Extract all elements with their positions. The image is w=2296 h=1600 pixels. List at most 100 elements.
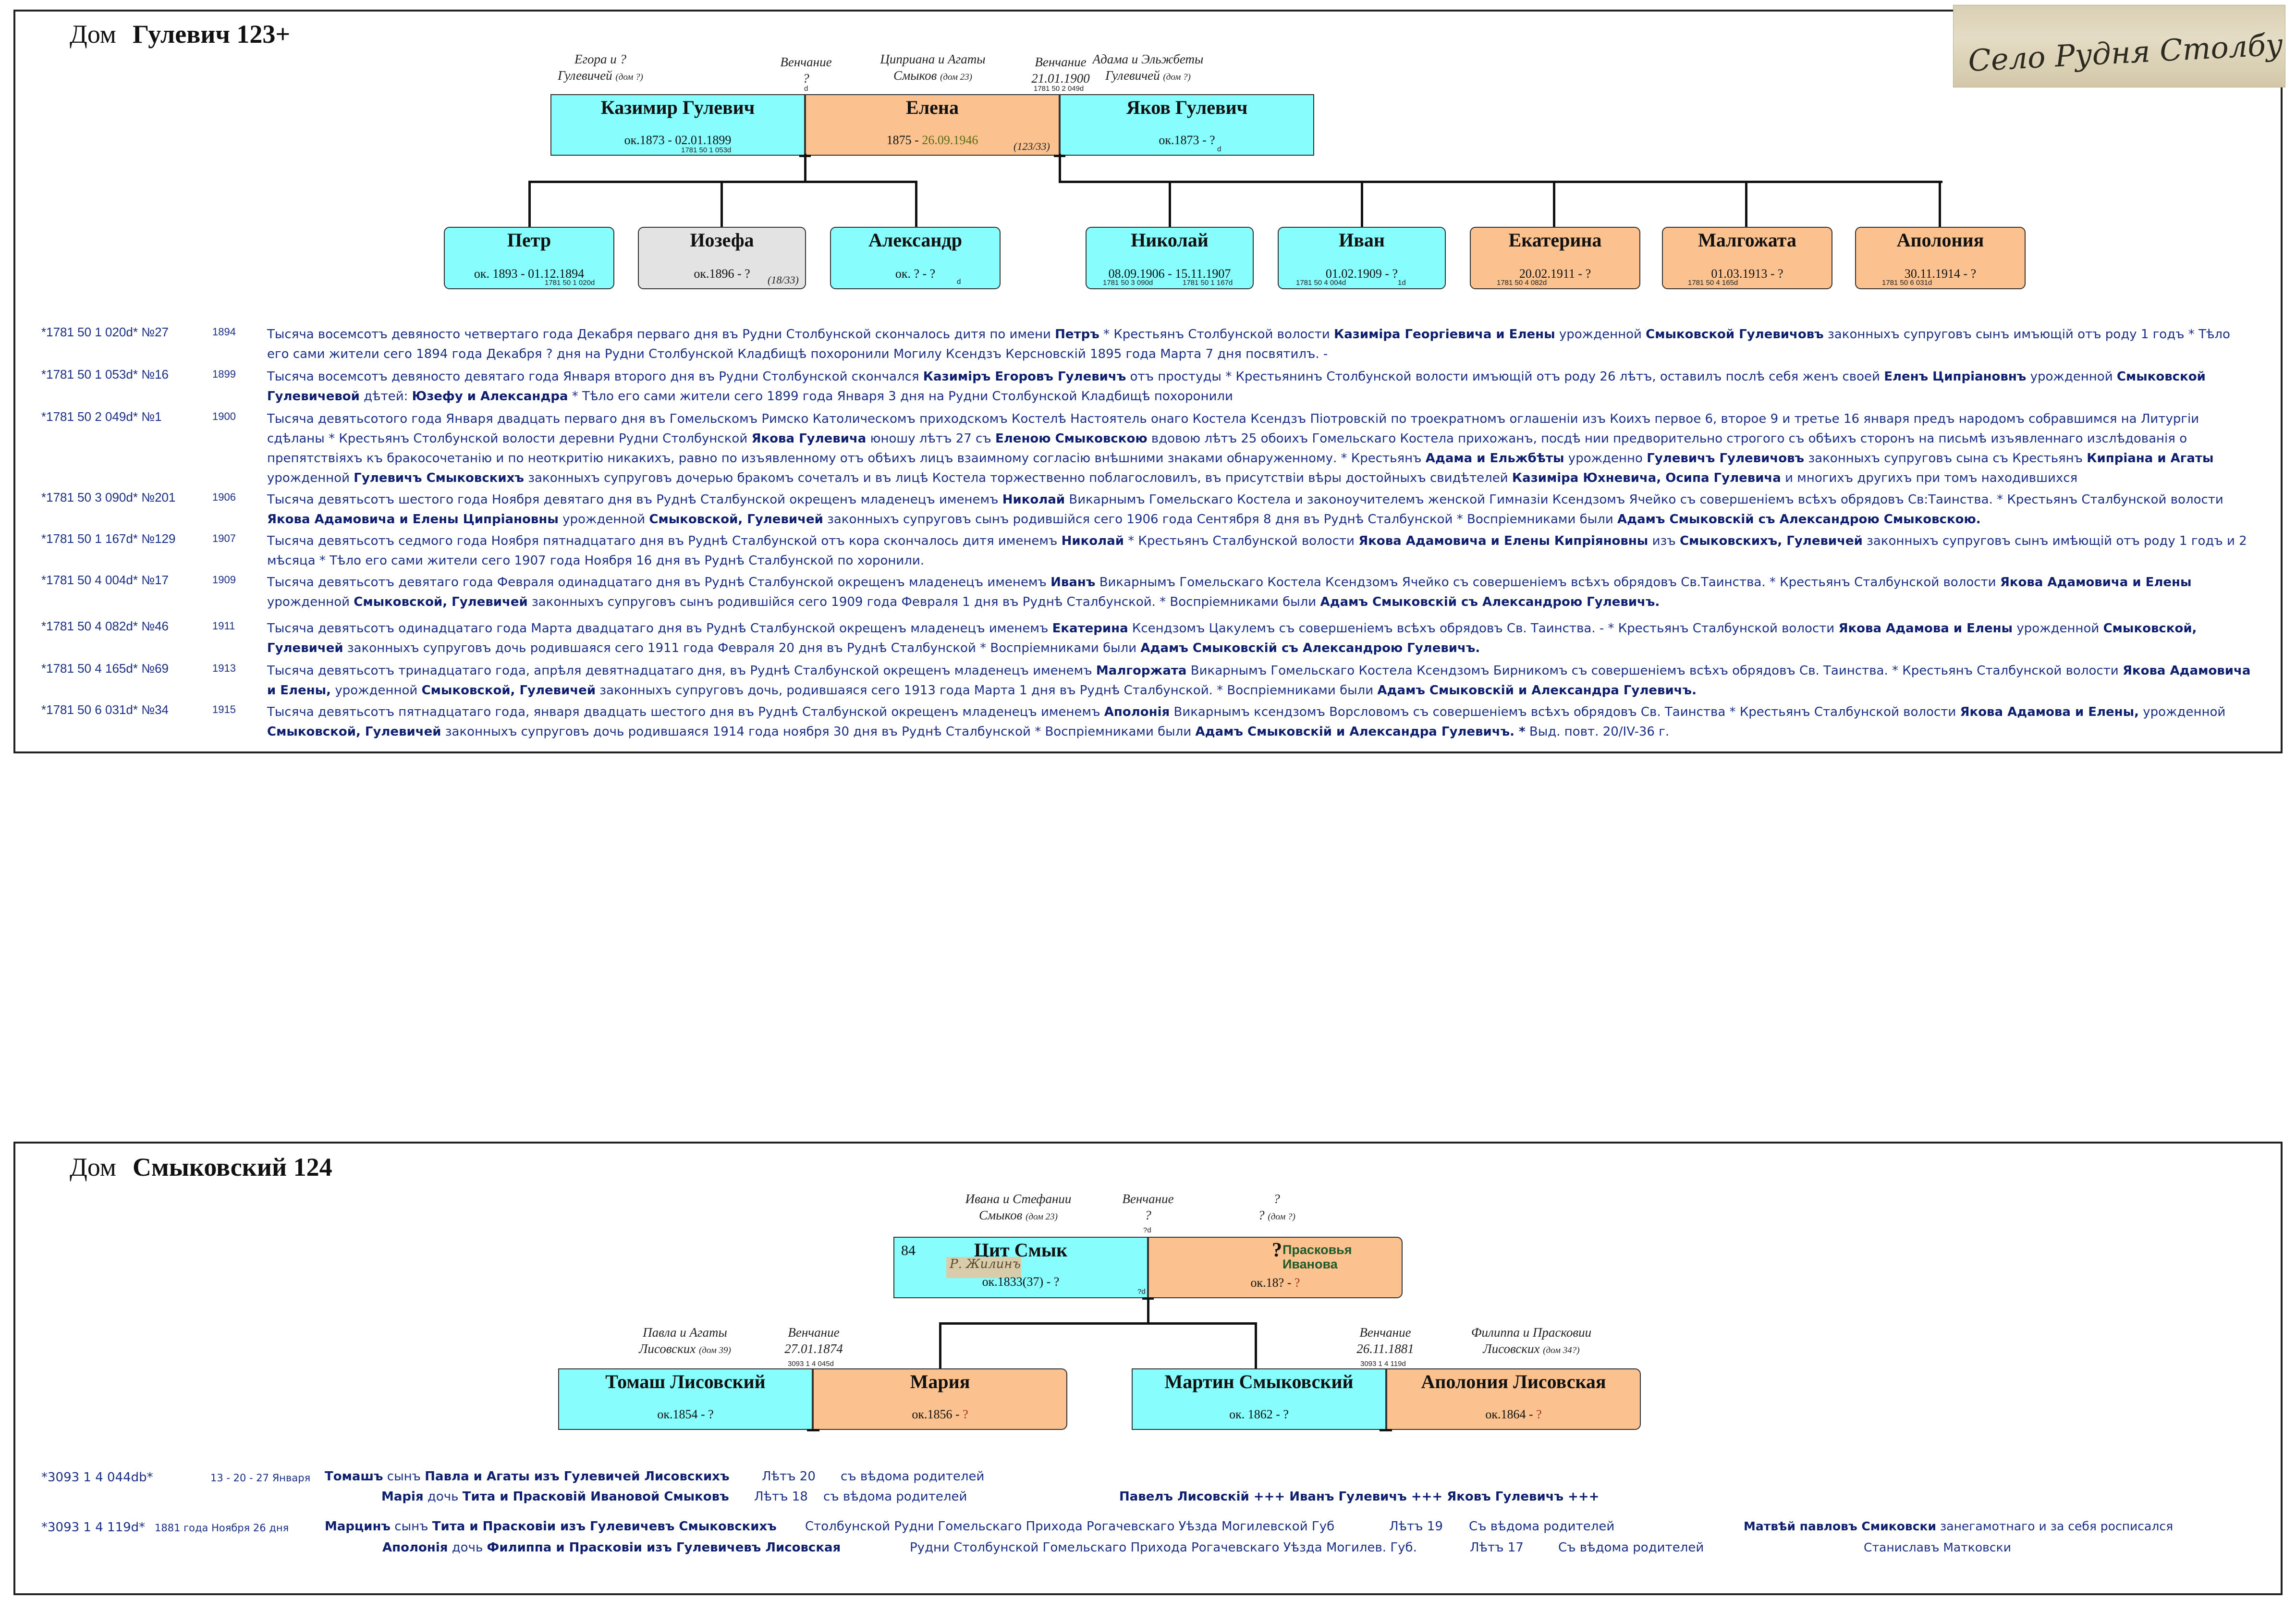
house-2-title: Дом Смыковский 124 bbox=[70, 1152, 332, 1182]
tree-line bbox=[1380, 1429, 1392, 1431]
record-text: Тысяча восемсотъ девяносто четвертаго го… bbox=[267, 327, 2230, 361]
rec2-consent2: Съ вѣдома родителей bbox=[1558, 1540, 1704, 1555]
person-tomash[interactable]: Томаш Лисовский ок.1854 - ? bbox=[558, 1368, 813, 1430]
record-year: 1909 bbox=[212, 574, 236, 586]
stamp-text: Село Рудня Столбунска bbox=[1967, 23, 2285, 79]
marriage-left-note: Венчание 27.01.1874 bbox=[784, 1325, 843, 1356]
house-number: 84 bbox=[901, 1243, 916, 1258]
rec2-place1: Столбунской Рудни Гомельскаго Прихода Ро… bbox=[805, 1519, 1335, 1534]
person-kazimir[interactable]: Казимир Гулевич ок.1873 - 02.01.1899 178… bbox=[550, 94, 805, 156]
record-text: Тысяча девятьсотъ седмого года Ноября пя… bbox=[267, 534, 2247, 568]
rec1-line2: Марія дочь Тита и Прасковій Ивановой Смы… bbox=[381, 1489, 729, 1504]
record-id: *1781 50 3 090d* №201 bbox=[41, 490, 176, 505]
record-text: Тысяча девятьсотъ шестого года Ноября де… bbox=[267, 492, 2223, 527]
rec1-age2: Лѣтъ 18 bbox=[754, 1489, 808, 1504]
person-aleksandr[interactable]: Александр ок. ? - ? d bbox=[830, 227, 1001, 289]
person-nikolai[interactable]: Николай 08.09.1906 - 15.11.1907 1781 50 … bbox=[1086, 227, 1254, 289]
record-text: Тысяча девятьсотъ пятнадцатаго года, янв… bbox=[267, 705, 2226, 739]
tomash-parents-note: Павла и Агаты Лисовских (дом 39) bbox=[639, 1325, 731, 1356]
rec2-witness1: Матвѣй павловъ Смиковски занегамотнаго и… bbox=[1744, 1519, 2174, 1533]
record-year: 1913 bbox=[212, 662, 236, 674]
person-petr[interactable]: Петр ок. 1893 - 01.12.1894 1781 50 1 020… bbox=[444, 227, 614, 289]
record-id: *1781 50 1 053d* №16 bbox=[41, 367, 169, 382]
person-iozefa[interactable]: Иозефа ок.1896 - ? (18/33) bbox=[638, 227, 806, 289]
marriage-2-ref: 1781 50 2 049d bbox=[1034, 85, 1084, 93]
person-martin[interactable]: Мартин Смыковский ок. 1862 - ? bbox=[1132, 1368, 1386, 1430]
metric-record: *1781 50 3 090d* №201 1906 Тысяча девятьсо… bbox=[41, 490, 2260, 529]
metric-record: *1781 50 4 165d* №69 1913 Тысяча девятьсот… bbox=[41, 661, 2260, 701]
record-id: *1781 50 2 049d* №1 bbox=[41, 409, 162, 424]
house-1-title: Дом Гулевич 123+ bbox=[70, 19, 290, 49]
metric-record: *1781 50 1 167d* №129 1907 Тысяча девятьсо… bbox=[41, 531, 2260, 571]
marriage-right-ref: 3093 1 4 119d bbox=[1360, 1360, 1406, 1368]
record-text: Тысяча девятьсотъ тринадцатаго года, апр… bbox=[267, 664, 2251, 698]
praskovya-parents-note: ? ? (дом ?) bbox=[1258, 1192, 1295, 1222]
tree-line bbox=[939, 1322, 1256, 1325]
person-yakov[interactable]: Яков Гулевич ок.1873 - ? d bbox=[1060, 94, 1314, 156]
tree-line bbox=[915, 181, 917, 227]
tree-line bbox=[1255, 1322, 1257, 1369]
rec1-age1: Лѣтъ 20 bbox=[762, 1469, 816, 1484]
tree-line bbox=[1745, 181, 1747, 227]
rec2-id: *3093 1 4 119d* bbox=[41, 1520, 146, 1535]
house-1-frame bbox=[13, 10, 2283, 753]
marriage-1-ref: d bbox=[804, 85, 808, 93]
house-name: Гулевич 123+ bbox=[132, 20, 291, 49]
house-name: Смыковский 124 bbox=[132, 1153, 332, 1182]
record-id: *1781 50 4 082d* №46 bbox=[41, 619, 169, 633]
record-year: 1907 bbox=[212, 532, 236, 544]
marriage-top-ref: ?d bbox=[1143, 1226, 1151, 1234]
person-mariya[interactable]: Мария ок.1856 - ? bbox=[813, 1368, 1067, 1430]
tree-line bbox=[1147, 1297, 1149, 1323]
yakov-parents-note: Адама и Эльжбеты Гулевичей (дом ?) bbox=[1092, 52, 1204, 83]
tree-line bbox=[721, 181, 723, 227]
tree-line bbox=[1059, 154, 1061, 182]
record-year: 1906 bbox=[212, 491, 236, 503]
kazimir-parents-note: Егора и ? Гулевичей (дом ?) bbox=[558, 52, 643, 83]
record-id: *1781 50 4 004d* №17 bbox=[41, 573, 169, 587]
tree-line bbox=[1553, 181, 1555, 227]
record-year: 1894 bbox=[212, 326, 236, 338]
person-apoloniya-lisovskaya[interactable]: Аполония Лисовская ок.1864 - ? bbox=[1386, 1368, 1641, 1430]
metric-record: *1781 50 1 020d* №27 1894 Тысяча восемсотъ… bbox=[41, 325, 2260, 364]
village-stamp: Село Рудня Столбунска bbox=[1953, 5, 2285, 87]
tree-line bbox=[804, 154, 806, 182]
person-ekaterina[interactable]: Екатерина 20.02.1911 - ? 1781 50 4 082d bbox=[1470, 227, 1640, 289]
tree-line bbox=[939, 1322, 941, 1369]
record-year: 1915 bbox=[212, 703, 236, 715]
record-year: 1899 bbox=[212, 368, 236, 380]
person-ivan[interactable]: Иван 01.02.1909 - ? 1781 50 4 004d 1d bbox=[1278, 227, 1446, 289]
person-malgozhata[interactable]: Малгожата 01.03.1913 - ? 1781 50 4 165d bbox=[1662, 227, 1832, 289]
rec2-age2: Лѣтъ 17 bbox=[1470, 1540, 1524, 1555]
tree-line bbox=[1939, 181, 1941, 227]
person-praskovya[interactable]: ? Прасковья Иванова ок.18? - ? bbox=[1148, 1237, 1403, 1298]
person-elena[interactable]: Елена 1875 - 26.09.1946 (123/33) bbox=[805, 94, 1060, 156]
tree-line bbox=[1169, 181, 1171, 227]
tree-line bbox=[1054, 155, 1065, 157]
elena-parents-note: Циприана и Агаты Смыков (дом 23) bbox=[880, 52, 986, 83]
record-id: *1781 50 6 031d* №34 bbox=[41, 702, 169, 717]
rec2-witness2: Станиславъ Матковски bbox=[1864, 1540, 2011, 1554]
record-id: *1781 50 1 020d* №27 bbox=[41, 325, 169, 339]
tree-line bbox=[528, 181, 531, 227]
apol-parents-note: Филиппа и Прасковии Лисовских (дом 34?) bbox=[1471, 1325, 1592, 1356]
marriage-right-note: Венчание 26.11.1881 bbox=[1356, 1325, 1414, 1356]
tree-line bbox=[807, 1429, 819, 1431]
tree-line bbox=[799, 155, 811, 157]
record-id: *1781 50 4 165d* №69 bbox=[41, 661, 169, 676]
house-2-frame bbox=[13, 1142, 2283, 1595]
rec2-consent1: Съ вѣдома родителей bbox=[1469, 1519, 1615, 1534]
marriage-top-note: Венчание ? bbox=[1122, 1192, 1174, 1222]
rec1-consent2: съ вѣдома родителей bbox=[823, 1489, 967, 1504]
person-tsit-smyk[interactable]: 84 Цит Смык Р. Жилинъ ок.1833(37) - ? ?d bbox=[893, 1237, 1148, 1298]
marriage-left-ref: 3093 1 4 045d bbox=[788, 1360, 834, 1368]
house-label: Дом bbox=[70, 20, 116, 49]
person-apoloniya[interactable]: Аполония 30.11.1914 - ? 1781 50 6 031d bbox=[1855, 227, 2026, 289]
house-label: Дом bbox=[70, 1153, 116, 1182]
tree-line bbox=[1142, 1297, 1154, 1300]
rec1-id: *3093 1 4 044db* bbox=[41, 1470, 153, 1485]
record-id: *1781 50 1 167d* №129 bbox=[41, 531, 176, 546]
